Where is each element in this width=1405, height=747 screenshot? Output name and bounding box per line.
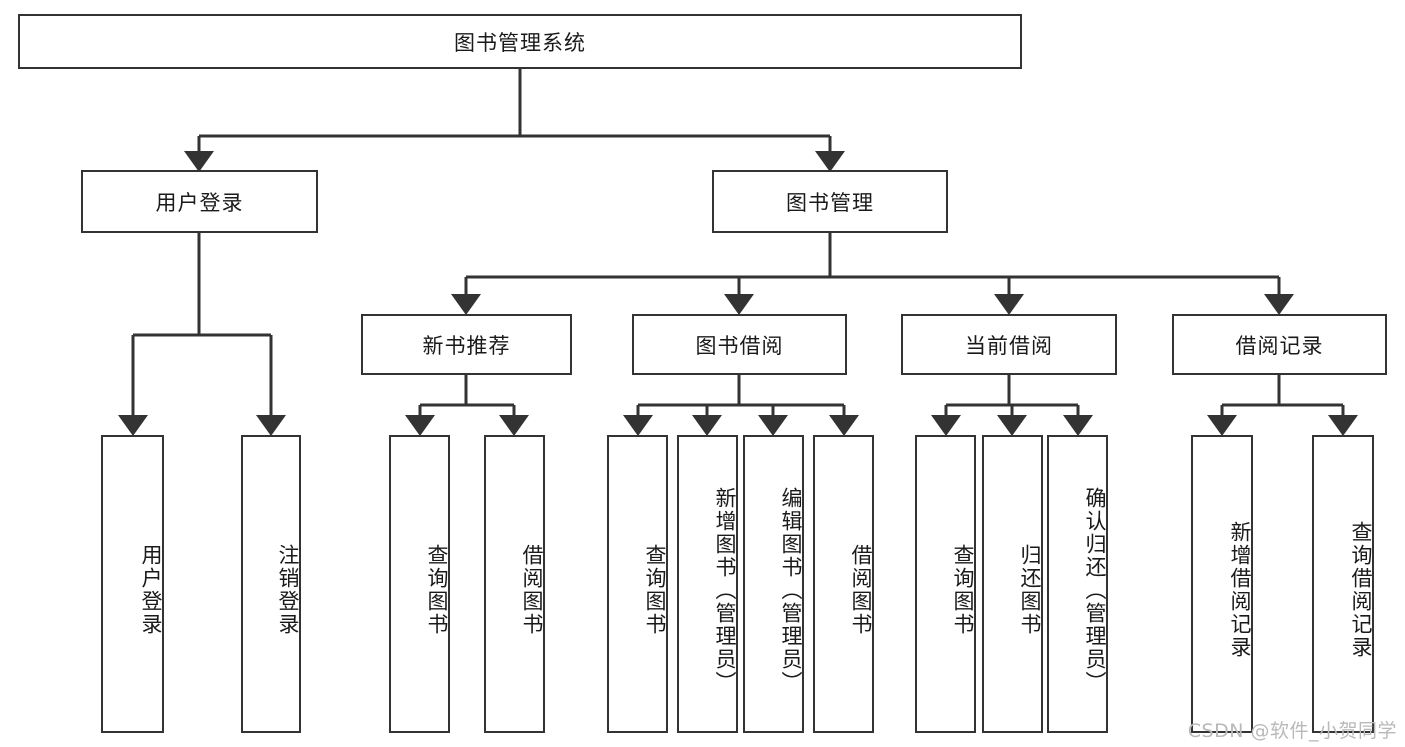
node-leaf-query-record-label: 查询借阅记录 (1349, 521, 1373, 659)
node-borrow-record[interactable]: 借阅记录 (1172, 314, 1387, 375)
node-leaf-add-book[interactable]: 新增图书（管理员） (677, 435, 738, 733)
node-root-label: 图书管理系统 (454, 30, 586, 55)
node-new-book-rec[interactable]: 新书推荐 (361, 314, 572, 375)
node-user-login-label: 用户登录 (155, 190, 244, 215)
node-leaf-add-record[interactable]: 新增借阅记录 (1191, 435, 1253, 733)
node-root[interactable]: 图书管理系统 (18, 14, 1022, 69)
node-leaf-edit-book[interactable]: 编辑图书（管理员） (743, 435, 804, 733)
node-leaf-query-book-3[interactable]: 查询图书 (915, 435, 976, 733)
node-leaf-query-book-2[interactable]: 查询图书 (607, 435, 668, 733)
node-leaf-user-login-label: 用户登录 (139, 544, 163, 636)
node-leaf-user-logout-label: 注销登录 (276, 544, 300, 636)
node-leaf-query-book-1-label: 查询图书 (425, 544, 449, 636)
node-leaf-query-book-3-label: 查询图书 (951, 544, 975, 636)
node-leaf-borrow-book-1-label: 借阅图书 (520, 544, 544, 636)
node-leaf-borrow-book-1[interactable]: 借阅图书 (484, 435, 545, 733)
node-leaf-borrow-book-2-label: 借阅图书 (849, 544, 873, 636)
node-leaf-add-record-label: 新增借阅记录 (1228, 521, 1252, 659)
node-current-borrow-label: 当前借阅 (965, 333, 1053, 358)
node-leaf-query-book-1[interactable]: 查询图书 (389, 435, 450, 733)
node-leaf-confirm-return[interactable]: 确认归还（管理员） (1047, 435, 1108, 733)
node-book-borrow-label: 图书借阅 (695, 333, 784, 358)
node-new-book-rec-label: 新书推荐 (422, 333, 511, 358)
node-borrow-record-label: 借阅记录 (1235, 333, 1324, 358)
node-leaf-add-book-label: 新增图书（管理员） (713, 486, 737, 694)
node-leaf-edit-book-label: 编辑图书（管理员） (779, 486, 803, 694)
node-leaf-user-login[interactable]: 用户登录 (101, 435, 164, 733)
node-leaf-return-book-label: 归还图书 (1018, 544, 1042, 636)
node-leaf-query-book-2-label: 查询图书 (643, 544, 667, 636)
node-leaf-return-book[interactable]: 归还图书 (982, 435, 1043, 733)
node-user-login[interactable]: 用户登录 (81, 170, 318, 233)
node-leaf-borrow-book-2[interactable]: 借阅图书 (813, 435, 874, 733)
node-leaf-user-logout[interactable]: 注销登录 (241, 435, 301, 733)
node-leaf-query-record[interactable]: 查询借阅记录 (1312, 435, 1374, 733)
node-current-borrow[interactable]: 当前借阅 (901, 314, 1117, 375)
watermark-text: CSDN @软件_小贺同学 (1187, 720, 1397, 742)
node-book-manage-label: 图书管理 (786, 190, 874, 215)
node-book-manage[interactable]: 图书管理 (712, 170, 948, 233)
node-book-borrow[interactable]: 图书借阅 (632, 314, 847, 375)
node-leaf-confirm-return-label: 确认归还（管理员） (1083, 486, 1107, 694)
